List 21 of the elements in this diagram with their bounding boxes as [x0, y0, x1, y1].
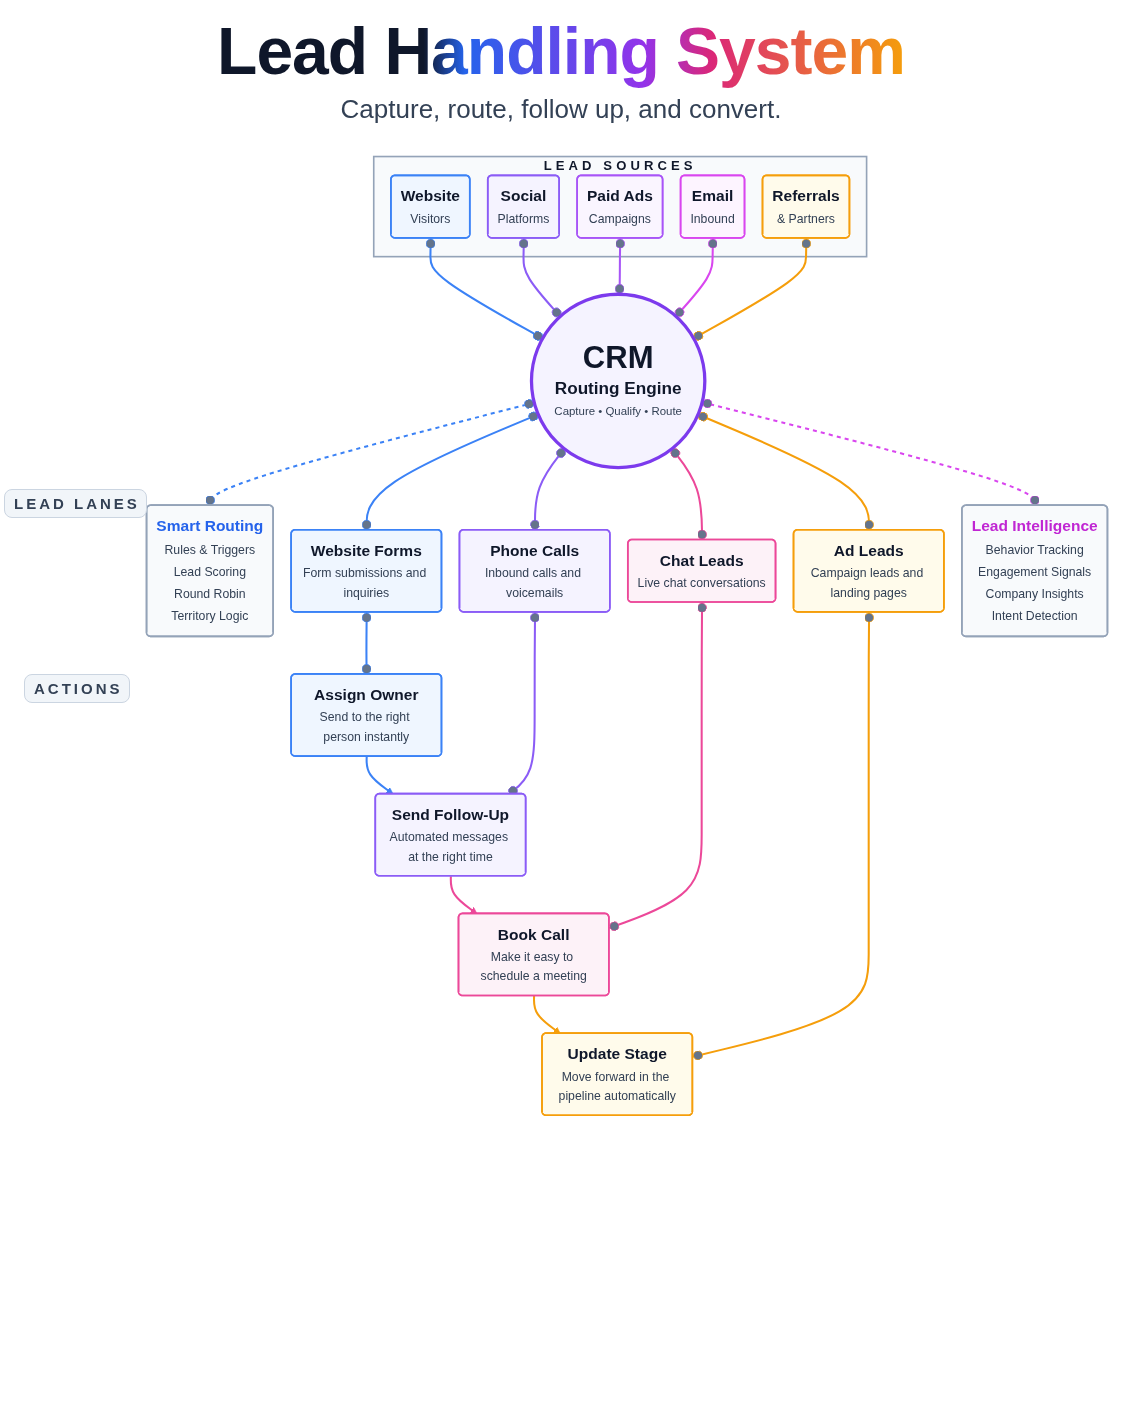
section-label: ACTIONS — [24, 673, 130, 703]
connector — [693, 238, 812, 341]
connector — [701, 398, 1040, 506]
connector — [674, 238, 718, 318]
connector — [608, 602, 707, 932]
connector — [692, 612, 874, 1061]
connector — [697, 411, 874, 531]
connector — [361, 612, 372, 675]
connector — [614, 238, 626, 295]
connector — [518, 238, 562, 318]
connector — [361, 411, 539, 531]
arrow — [533, 995, 561, 1034]
subtitle: Capture, route, follow up, and convert. — [340, 93, 782, 125]
section-label: LEAD LANES — [4, 488, 147, 518]
node-circle: CRM Routing Engine Capture • Qualify • Route — [529, 292, 707, 470]
arrow — [449, 876, 478, 915]
connector — [670, 448, 707, 540]
arrow — [365, 756, 394, 795]
connector — [205, 399, 535, 506]
connector — [425, 238, 544, 341]
connector — [530, 448, 566, 531]
